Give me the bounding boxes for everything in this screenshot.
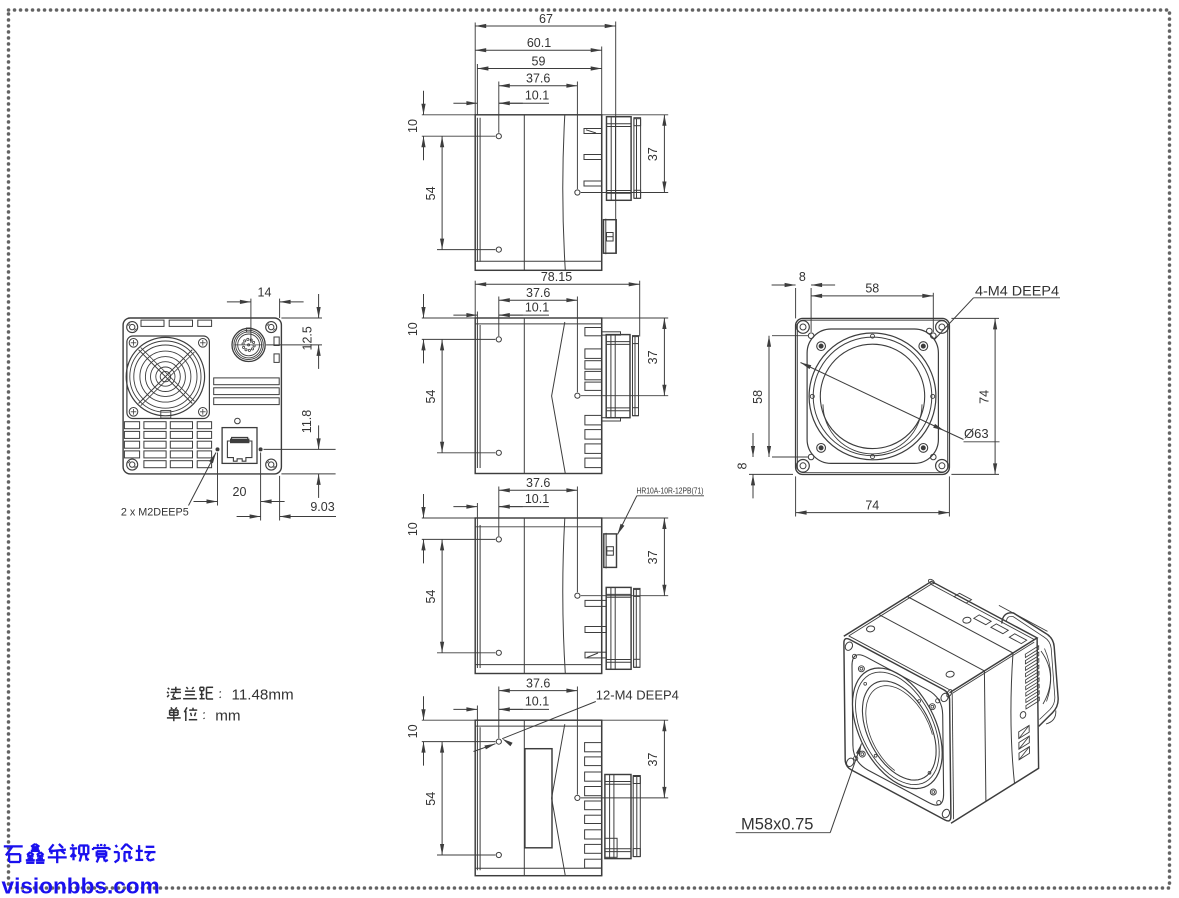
svg-text:54: 54 <box>424 590 438 604</box>
svg-text:10.1: 10.1 <box>525 89 549 103</box>
svg-text:37.6: 37.6 <box>526 476 550 490</box>
svg-text:59: 59 <box>532 54 546 68</box>
svg-text:54: 54 <box>424 792 438 806</box>
svg-text:2 x M2DEEP5: 2 x M2DEEP5 <box>121 507 189 519</box>
svg-text:visionbbs.com: visionbbs.com <box>2 874 160 898</box>
svg-text:12.5: 12.5 <box>301 326 315 350</box>
svg-text:54: 54 <box>424 390 438 404</box>
svg-text:9.03: 9.03 <box>310 500 334 514</box>
svg-text:8: 8 <box>799 270 806 284</box>
svg-text:37: 37 <box>646 147 660 161</box>
svg-text:10.1: 10.1 <box>525 300 549 314</box>
svg-text:10.1: 10.1 <box>525 492 549 506</box>
svg-text:37.6: 37.6 <box>526 72 550 86</box>
svg-text:10: 10 <box>406 119 420 133</box>
svg-text:37: 37 <box>646 550 660 564</box>
svg-text:78.15: 78.15 <box>541 270 572 284</box>
svg-text:mm: mm <box>215 707 240 724</box>
svg-text:4-M4 DEEP4: 4-M4 DEEP4 <box>975 283 1059 299</box>
svg-text:10.1: 10.1 <box>525 695 549 709</box>
svg-text:11.48mm: 11.48mm <box>232 686 294 703</box>
svg-text:67: 67 <box>539 12 553 26</box>
svg-text:37: 37 <box>646 753 660 767</box>
svg-text:58: 58 <box>751 390 765 404</box>
svg-text:37: 37 <box>646 350 660 364</box>
svg-text:74: 74 <box>978 390 992 404</box>
svg-text:54: 54 <box>424 186 438 200</box>
svg-text:14: 14 <box>258 286 272 300</box>
svg-text:Ø63: Ø63 <box>964 426 989 441</box>
svg-text:M58x0.75: M58x0.75 <box>741 816 813 834</box>
svg-text:10: 10 <box>406 522 420 536</box>
svg-text:10: 10 <box>406 322 420 336</box>
svg-text:60.1: 60.1 <box>527 36 551 50</box>
svg-text:HR10A-10R-12PB(71): HR10A-10R-12PB(71) <box>637 486 704 496</box>
svg-text:12-M4 DEEP4: 12-M4 DEEP4 <box>596 688 679 703</box>
svg-text:20: 20 <box>233 485 247 499</box>
svg-text:58: 58 <box>865 282 879 296</box>
svg-text:37.6: 37.6 <box>526 286 550 300</box>
svg-text:8: 8 <box>736 462 750 469</box>
svg-text:37.6: 37.6 <box>526 676 550 690</box>
svg-text:11.8: 11.8 <box>300 410 314 433</box>
svg-text:74: 74 <box>865 498 879 512</box>
svg-text:10: 10 <box>406 724 420 738</box>
